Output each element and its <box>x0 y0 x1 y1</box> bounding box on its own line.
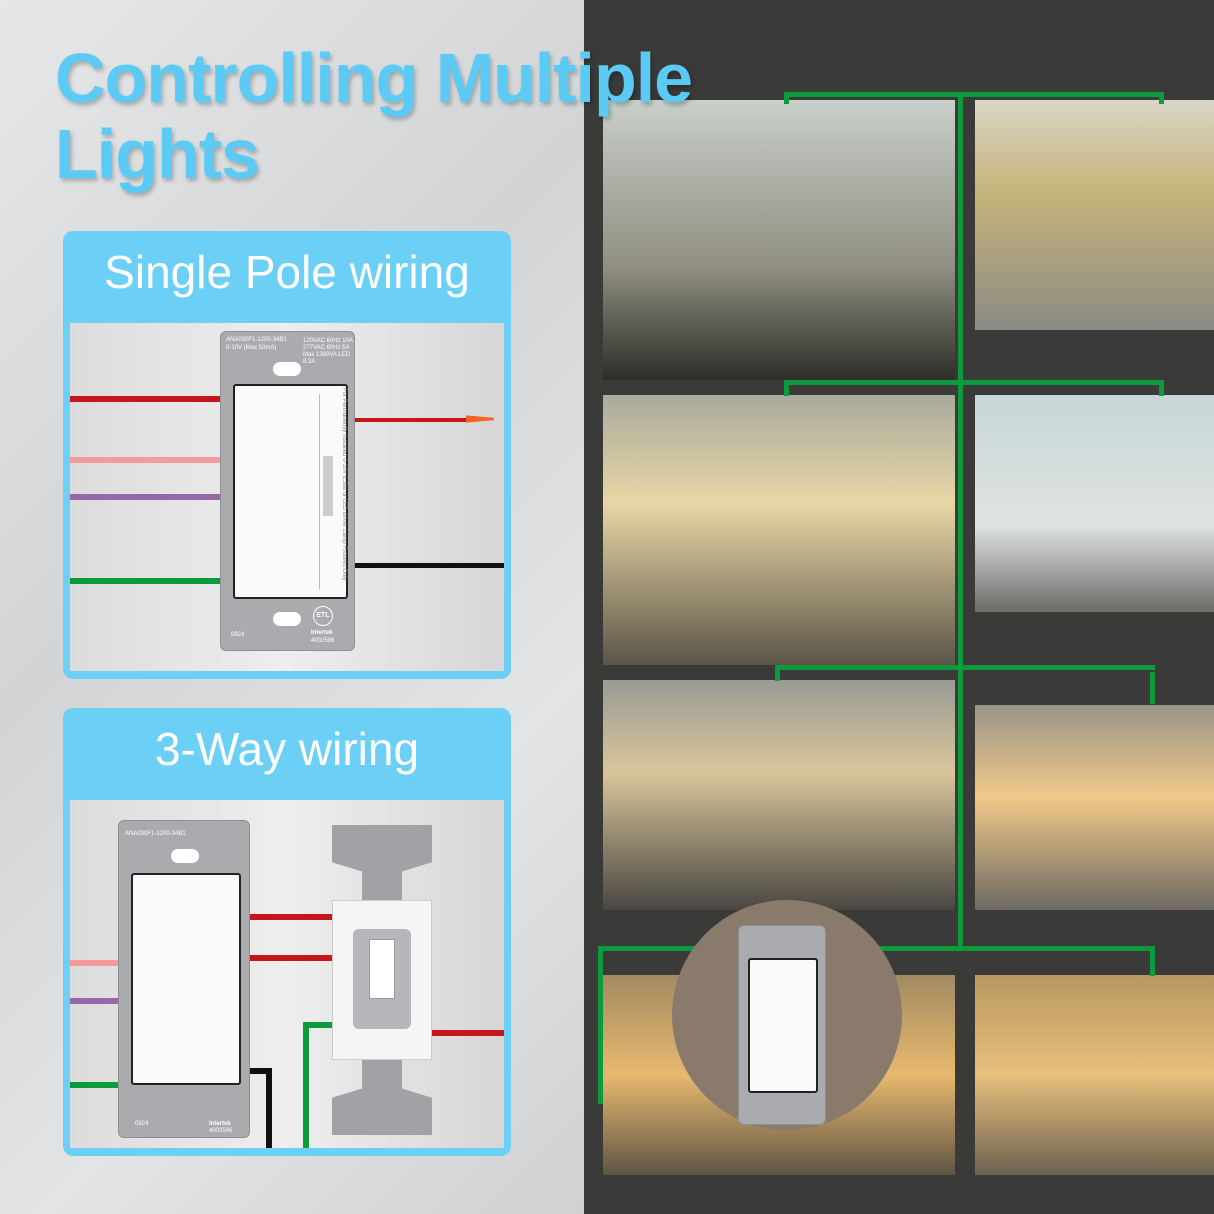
green-wire <box>70 1082 120 1088</box>
cert-lab: Intertek <box>209 1121 231 1127</box>
room <box>603 680 955 910</box>
green-wiring <box>1150 946 1155 976</box>
side-text: For Permanently Installed 0-10V E.Bal or… <box>341 388 347 581</box>
green-wiring <box>775 665 1155 670</box>
dimmer-paddle <box>748 958 818 1093</box>
three-way-diagram: ANA030F1-1200-34B1 0824 Intertek 4002596 <box>70 800 504 1148</box>
red-wire <box>250 955 335 961</box>
room <box>975 100 1214 330</box>
etl-logo: ETL <box>313 606 333 626</box>
red-wire <box>70 396 220 402</box>
pink-wire <box>70 960 120 966</box>
pink-wire <box>70 457 220 463</box>
screw-slot <box>273 612 301 626</box>
cert-lab: Intertek <box>311 630 333 636</box>
model-info: ANA030F1-1200-34B1 0-10V (Max 50mA) <box>226 337 298 352</box>
purple-wire <box>70 998 120 1004</box>
page-title: Controlling Multiple Lights <box>55 40 745 192</box>
control-label: 0-10V (Max 50mA) <box>226 345 277 351</box>
green-wiring <box>784 92 789 104</box>
green-wiring <box>1159 380 1164 396</box>
dimmer-paddle <box>131 873 241 1085</box>
model-label: ANA030F1-1200-34B1 <box>125 831 186 837</box>
cert-number: 4002596 <box>209 1128 233 1134</box>
red-wire-out <box>355 418 470 422</box>
dimmer-switch: ANA030F1-1200-34B1 0-10V (Max 50mA) 120V… <box>220 331 355 651</box>
cert-number: 4002596 <box>311 638 335 644</box>
dimmer-slider <box>323 456 333 516</box>
callout-dimmer-switch <box>738 925 826 1125</box>
green-wiring <box>775 665 780 681</box>
rating-label: 120VAC 60Hz 10A 277VAC 60Hz 5A Max 1380V… <box>303 338 353 365</box>
room <box>603 395 955 665</box>
green-wiring <box>784 92 1164 97</box>
green-wiring <box>1159 92 1164 104</box>
green-wiring <box>784 380 1164 385</box>
black-wire <box>355 563 504 568</box>
ground-wire <box>303 1022 309 1148</box>
purple-wire <box>70 494 220 500</box>
green-wiring <box>1150 672 1155 704</box>
red-wire-out <box>430 1030 504 1036</box>
room <box>975 975 1214 1175</box>
black-wire <box>250 1068 272 1074</box>
card-heading: 3-Way wiring <box>154 723 420 775</box>
room <box>975 705 1214 910</box>
wire-nut-icon <box>466 415 494 423</box>
screw-slot <box>171 849 199 863</box>
screw-slot <box>273 362 301 376</box>
title-text: Controlling Multiple Lights <box>55 39 693 193</box>
toggle-switch-body <box>332 900 432 1060</box>
single-pole-card: Single Pole wiring ANA030F1-1200-34B1 0-… <box>63 231 511 679</box>
green-wiring <box>958 92 963 950</box>
ground-wire <box>303 1022 333 1028</box>
date-code: 0824 <box>231 632 245 638</box>
room <box>975 395 1214 612</box>
dimmer-switch: ANA030F1-1200-34B1 0824 Intertek 4002596 <box>118 820 250 1138</box>
three-way-card: 3-Way wiring ANA030F1-1200-34B1 0824 Int… <box>63 708 511 1156</box>
date-code: 0824 <box>135 1121 149 1127</box>
green-wire <box>70 578 220 584</box>
red-wire <box>250 914 335 920</box>
single-pole-diagram: ANA030F1-1200-34B1 0-10V (Max 50mA) 120V… <box>70 323 504 671</box>
dimmer-paddle <box>233 384 348 599</box>
black-wire <box>266 1068 272 1148</box>
toggle-lever <box>369 939 395 999</box>
card-heading: Single Pole wiring <box>104 246 470 298</box>
model-label: ANA030F1-1200-34B1 <box>226 337 287 343</box>
green-wiring <box>598 946 603 1104</box>
room <box>603 100 955 380</box>
green-wiring <box>784 380 789 396</box>
